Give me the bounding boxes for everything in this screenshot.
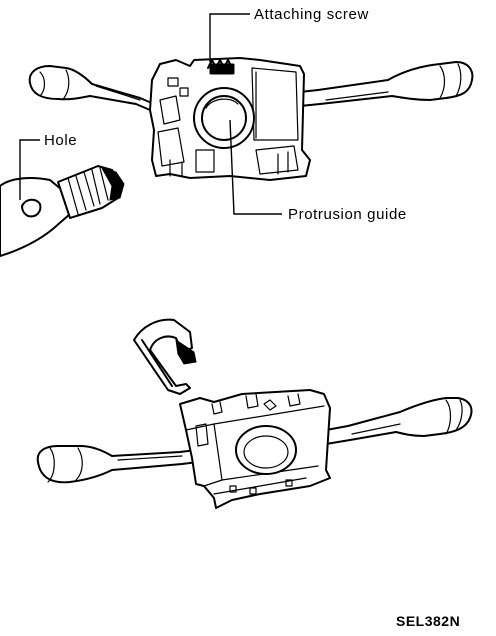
attaching-screw-leader xyxy=(209,13,250,62)
attaching-screw-label: Attaching screw xyxy=(254,6,369,23)
top-right-lever xyxy=(299,61,474,107)
protrusion-guide-label: Protrusion guide xyxy=(288,206,407,223)
top-switch-assembly xyxy=(28,13,474,215)
bottom-right-lever xyxy=(325,397,473,445)
bottom-switch-body xyxy=(179,389,331,509)
bottom-left-lever xyxy=(36,445,199,484)
bottom-switch-assembly xyxy=(36,318,473,509)
connector-detail xyxy=(0,139,125,257)
top-left-lever xyxy=(28,65,155,111)
top-switch-body xyxy=(149,57,311,181)
figure-code: SEL382N xyxy=(396,613,460,629)
protrusion-guide-leader xyxy=(229,119,282,215)
hole-leader xyxy=(19,139,40,200)
hole-label: Hole xyxy=(44,132,77,149)
protrusion-guide-piece xyxy=(133,318,197,395)
